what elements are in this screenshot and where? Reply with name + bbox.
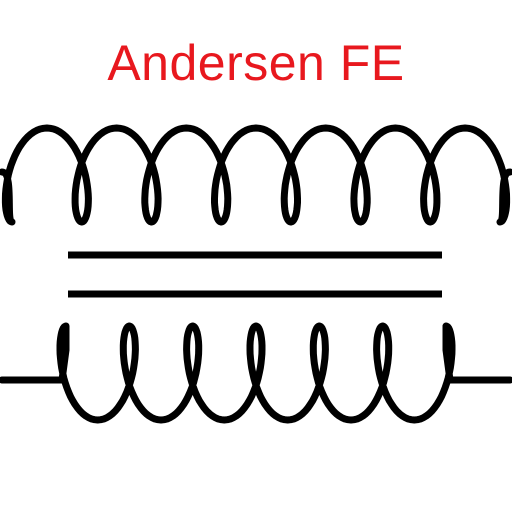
- secondary-winding: [0, 322, 512, 424]
- brand-title: Andersen FE: [107, 35, 405, 91]
- primary-winding: [0, 124, 512, 226]
